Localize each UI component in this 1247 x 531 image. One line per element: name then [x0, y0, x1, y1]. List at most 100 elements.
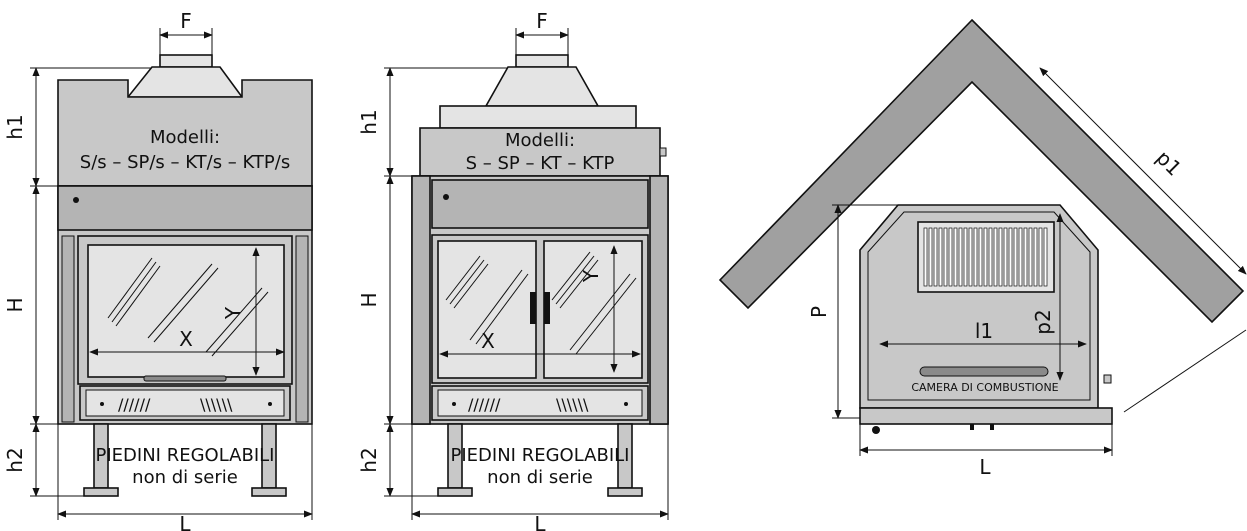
foot-pad-right — [251, 487, 287, 497]
flue-hood — [484, 66, 600, 107]
side-latch — [1103, 374, 1112, 384]
hood-latch — [659, 147, 667, 157]
flue-collar — [159, 54, 213, 68]
feet-title: PIEDINI REGOLABILI — [451, 445, 630, 466]
glass-pane-right — [543, 240, 643, 379]
fin — [1018, 227, 1023, 287]
dim-L: L — [179, 512, 191, 531]
fin — [1013, 227, 1018, 287]
fin — [983, 227, 988, 287]
feet-note: non di serie — [132, 467, 238, 488]
foot-pad-left — [437, 487, 473, 497]
models-title: Modelli: — [150, 127, 220, 148]
base-tab — [970, 424, 974, 430]
fin — [1023, 227, 1028, 287]
feet-title: PIEDINI REGOLABILI — [96, 445, 275, 466]
lintel-panel — [431, 179, 649, 229]
fin — [988, 227, 993, 287]
dim-X: X — [179, 327, 193, 351]
glass-reflection — [445, 251, 637, 355]
base-tab — [990, 424, 994, 430]
fin — [1008, 227, 1013, 287]
grille-slots-left: ////// — [468, 395, 501, 414]
fin — [1038, 227, 1043, 287]
grille-slots-left: ////// — [118, 395, 151, 414]
fin — [953, 227, 958, 287]
grille-screw-right — [268, 402, 272, 406]
models-list: S – SP – KT – KTP — [466, 153, 615, 174]
dim-X: X — [481, 329, 495, 353]
dim-P: P — [807, 306, 831, 318]
dim-h2: h2 — [3, 447, 27, 472]
dim-h1: h1 — [357, 109, 381, 134]
left-column — [61, 235, 75, 423]
base-foot — [872, 426, 880, 434]
wall-end-line — [1213, 293, 1241, 321]
chamber-label: CAMERA DI COMBUSTIONE — [911, 381, 1058, 394]
fin — [923, 227, 928, 287]
dimension-lines — [30, 28, 313, 520]
dim-L: L — [979, 455, 991, 479]
fin — [943, 227, 948, 287]
grille-slots-right: \\\\\\ — [556, 395, 589, 414]
front-view-left: ////// \\\\\\ Modelli: S/s – SP/s – KT/s… — [3, 9, 313, 531]
glass-pane-left — [437, 240, 537, 379]
fin — [948, 227, 953, 287]
top-view-corner: CAMERA DI COMBUSTIONE p1 P p2 l1 L — [718, 18, 1247, 479]
lintel-knob — [443, 194, 449, 200]
corner-wall — [718, 18, 1245, 324]
lintel-knob — [73, 197, 79, 203]
models-title: Modelli: — [505, 130, 575, 151]
grille-slots-right: \\\\\\ — [200, 395, 233, 414]
hood-step — [439, 105, 637, 129]
foot-pad-right — [607, 487, 643, 497]
door-handle — [143, 375, 227, 382]
dim-F: F — [536, 9, 548, 33]
fin — [958, 227, 963, 287]
fin — [1003, 227, 1008, 287]
dim-F: F — [180, 9, 192, 33]
dimension-lines — [384, 28, 669, 520]
right-column — [295, 235, 309, 423]
fin — [963, 227, 968, 287]
front-view-center: ////// \\\\\\ Modelli: S – SP – KT – KTP… — [357, 9, 669, 531]
dim-p1: p1 — [1151, 146, 1186, 181]
flue-collar — [515, 54, 569, 68]
combustion-chamber-slot — [919, 366, 1049, 377]
foot-pad-left — [83, 487, 119, 497]
fin — [993, 227, 998, 287]
feet-note: non di serie — [487, 467, 593, 488]
glass-pane — [87, 244, 285, 378]
models-list: S/s – SP/s – KT/s – KTP/s — [80, 152, 290, 173]
upper-hood-body — [419, 127, 661, 177]
grille-screw-left — [100, 402, 104, 406]
dim-h2: h2 — [357, 447, 381, 472]
fin — [978, 227, 983, 287]
right-column — [649, 175, 669, 425]
fin — [933, 227, 938, 287]
dim-h1: h1 — [3, 114, 27, 139]
dim-p2: p2 — [1031, 309, 1055, 334]
fin — [1028, 227, 1033, 287]
lintel-panel — [57, 185, 313, 231]
grille-screw-left — [452, 402, 456, 406]
ash-grille-panel — [437, 389, 643, 417]
door-handle-left — [530, 292, 536, 324]
dim-l1: l1 — [975, 319, 993, 343]
flue-hood — [126, 66, 244, 98]
fin — [973, 227, 978, 287]
fin — [928, 227, 933, 287]
left-column — [411, 175, 431, 425]
fin — [1043, 227, 1048, 287]
grille-screw-right — [624, 402, 628, 406]
dim-H: H — [3, 297, 27, 312]
base-plate — [859, 407, 1113, 425]
door-handle-right — [544, 292, 550, 324]
fin — [938, 227, 943, 287]
fin — [998, 227, 1003, 287]
ash-grille-panel — [85, 389, 285, 417]
dimension-lines — [832, 67, 1247, 456]
dim-Y: Y — [221, 306, 245, 320]
dim-L: L — [534, 512, 546, 531]
fin — [968, 227, 973, 287]
